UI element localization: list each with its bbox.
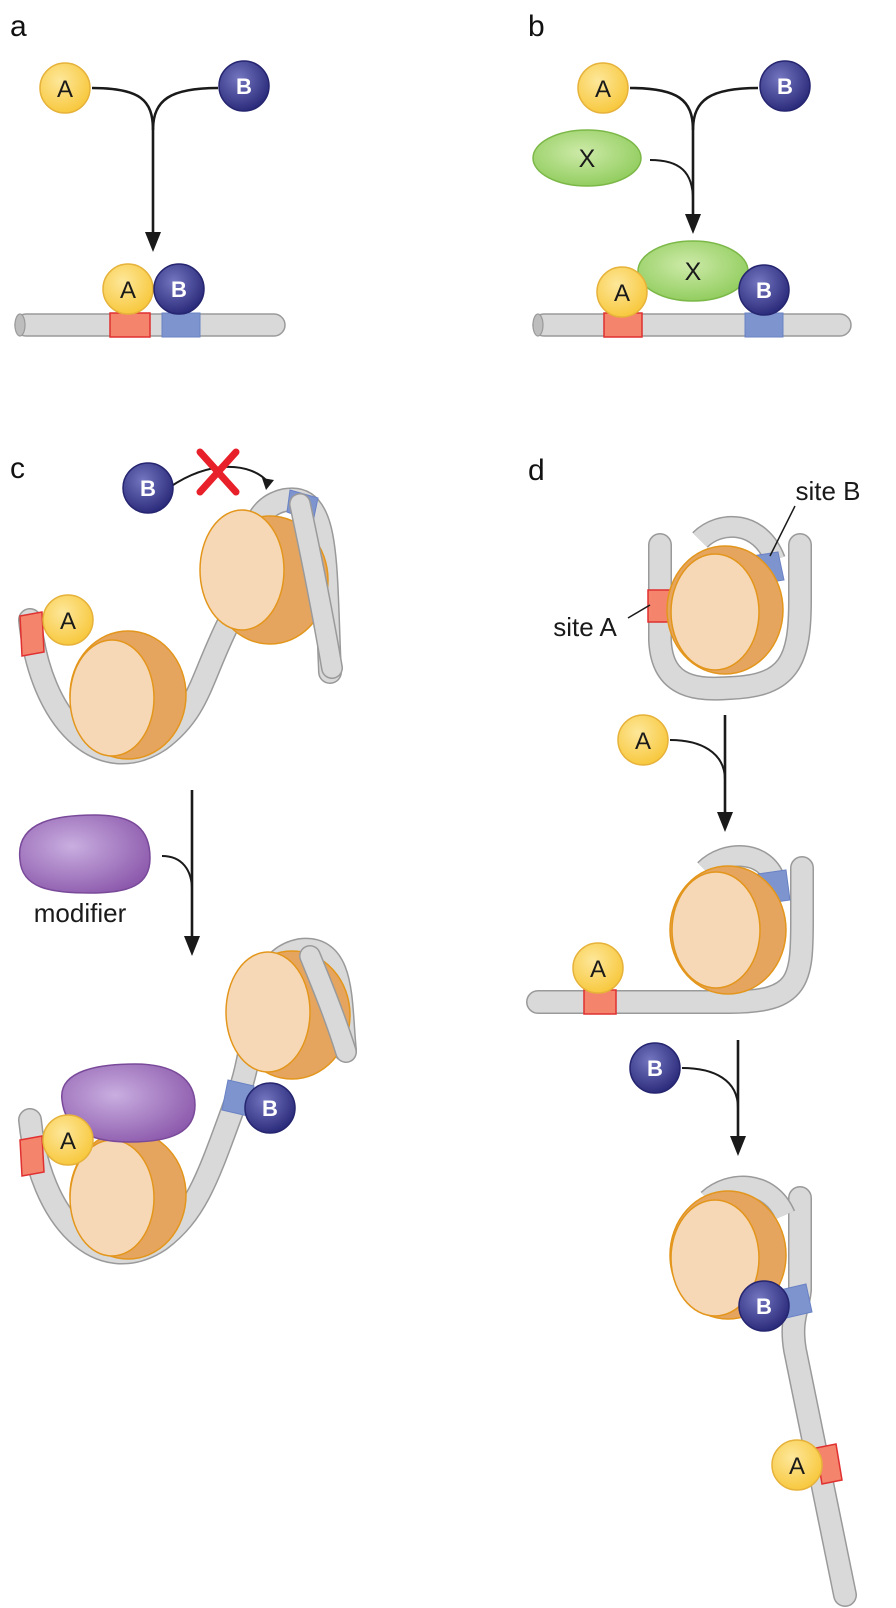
bound-protein-a-label: A — [60, 608, 76, 635]
site-b-label: site B — [795, 476, 860, 506]
bound-protein-a: A — [42, 1114, 94, 1166]
protein-a-label: A — [635, 728, 651, 755]
modifier-label: modifier — [34, 898, 127, 928]
bound-protein-a-label: A — [590, 956, 606, 983]
chromatin-fiber-modified — [18, 937, 357, 1265]
dna-strand-icon — [532, 312, 852, 338]
cofactor-x-label: X — [579, 145, 596, 173]
site-a-leader — [627, 604, 651, 619]
protein-a: A — [617, 714, 669, 766]
panel-c-letter: c — [10, 452, 25, 485]
protein-a: A — [39, 62, 91, 114]
bound-protein-a: A — [42, 594, 94, 646]
arrow-icon — [681, 1067, 739, 1109]
panel-d: d site A site B A — [526, 454, 861, 1607]
protein-a-label: A — [57, 76, 73, 103]
bound-protein-b: B — [244, 1082, 296, 1134]
bound-protein-b: B — [738, 1280, 790, 1332]
site-a-label: site A — [553, 612, 617, 642]
protein-b: B — [629, 1042, 681, 1094]
protein-b-label: B — [236, 74, 252, 99]
panel-a: a A B A B — [10, 10, 286, 338]
protein-b-label: B — [647, 1056, 663, 1081]
panel-d-letter: d — [528, 454, 545, 487]
arrow-icon — [649, 159, 694, 201]
bound-protein-a: A — [102, 263, 154, 315]
arrow-icon — [669, 739, 726, 781]
arrow-icon — [691, 86, 759, 131]
bound-protein-a-label: A — [60, 1128, 76, 1155]
bound-protein-b-label: B — [171, 277, 187, 302]
protein-b-label: B — [777, 74, 793, 99]
bound-protein-a-label: A — [614, 280, 630, 307]
dna-strand-icon — [14, 312, 286, 338]
bound-cofactor-x: X — [637, 240, 749, 302]
block-x-icon — [196, 448, 240, 496]
arrow-icon — [161, 855, 193, 891]
protein-b: B — [759, 60, 811, 112]
chromatin-unwrapped — [669, 1175, 857, 1607]
site-a-marker — [19, 1135, 45, 1177]
bound-protein-a: A — [572, 942, 624, 994]
protein-b-label: B — [140, 476, 156, 501]
site-b-marker — [744, 312, 784, 338]
arrow-icon — [91, 86, 155, 238]
bound-protein-b-label: B — [262, 1096, 278, 1121]
arrow-icon — [717, 812, 733, 832]
cofactor-x: X — [532, 129, 642, 187]
arrow-icon — [184, 936, 200, 956]
arrow-icon — [151, 86, 219, 131]
protein-b: B — [218, 60, 270, 112]
bound-cofactor-x-label: X — [685, 258, 702, 286]
site-b-leader — [769, 505, 796, 557]
bound-protein-b-label: B — [756, 1294, 772, 1319]
panel-b: b A B X X A — [528, 10, 852, 338]
bound-modifier-enzyme — [61, 1063, 196, 1143]
bound-protein-a-label: A — [120, 277, 136, 304]
chromatin-partially-unwrapped — [526, 845, 814, 1015]
protein-b: B — [122, 462, 174, 514]
bound-protein-a: A — [771, 1439, 823, 1491]
arrow-icon — [730, 1136, 746, 1156]
bound-protein-b: B — [738, 264, 790, 316]
arrow-icon — [262, 478, 274, 490]
modifier-enzyme — [19, 814, 151, 894]
bound-protein-b-label: B — [756, 278, 772, 303]
chromatin-fiber — [18, 487, 343, 765]
nucleosome-icon — [669, 865, 787, 995]
chromatin-wrapped — [647, 516, 812, 701]
arrow-icon — [145, 232, 161, 252]
panel-c: c B — [10, 448, 357, 1265]
panel-a-letter: a — [10, 10, 27, 43]
nucleosome-icon — [69, 1130, 187, 1260]
site-a-marker — [19, 611, 45, 657]
bound-protein-b: B — [153, 263, 205, 315]
bound-protein-a-label: A — [789, 1453, 805, 1480]
panel-b-letter: b — [528, 10, 545, 43]
bound-protein-a: A — [596, 266, 648, 318]
protein-a-label: A — [595, 76, 611, 103]
arrow-icon — [685, 214, 701, 234]
nucleosome-icon — [666, 545, 784, 675]
site-a-marker — [109, 312, 151, 338]
nucleosome-icon — [69, 630, 187, 760]
protein-a: A — [577, 62, 629, 114]
site-b-marker — [161, 312, 201, 338]
